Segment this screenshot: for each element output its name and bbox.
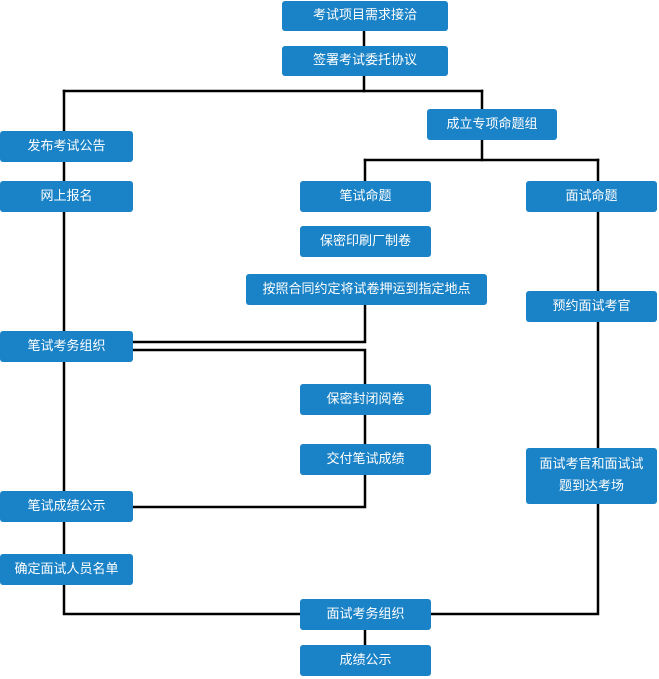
node-written-question-design: 笔试命题	[300, 181, 431, 212]
connector-left-column	[62, 89, 302, 616]
node-transport-papers: 按照合同约定将试卷押运到指定地点	[246, 274, 487, 305]
connector-transport-to-exam	[131, 288, 367, 344]
node-setup-group: 成立专项命题组	[427, 109, 557, 140]
node-confidential-printing: 保密印刷厂制卷	[300, 226, 431, 257]
node-book-interviewers: 预约面试考官	[526, 291, 657, 322]
node-interview-exam-org: 面试考务组织	[300, 599, 431, 630]
connector-exam-to-scores	[131, 348, 367, 509]
node-online-registration: 网上报名	[0, 181, 133, 212]
node-confidential-grading: 保密封闭阅卷	[300, 384, 431, 415]
node-sign-agreement: 签署考试委托协议	[282, 46, 448, 76]
node-written-exam-org: 笔试考务组织	[0, 331, 133, 362]
node-announcement: 发布考试公告	[0, 131, 133, 162]
node-interviewers-arrive: 面试考官和面试试题到达考场	[526, 448, 657, 504]
node-interview-question-design: 面试命题	[526, 181, 657, 212]
node-final-score-publish: 成绩公示	[300, 645, 431, 676]
node-requirements: 考试项目需求接洽	[282, 1, 448, 31]
node-interview-list: 确定面试人员名单	[0, 554, 133, 585]
node-deliver-scores: 交付笔试成绩	[300, 444, 431, 475]
connector-interview-column	[428, 158, 600, 616]
node-written-score-publish: 笔试成绩公示	[0, 491, 133, 522]
